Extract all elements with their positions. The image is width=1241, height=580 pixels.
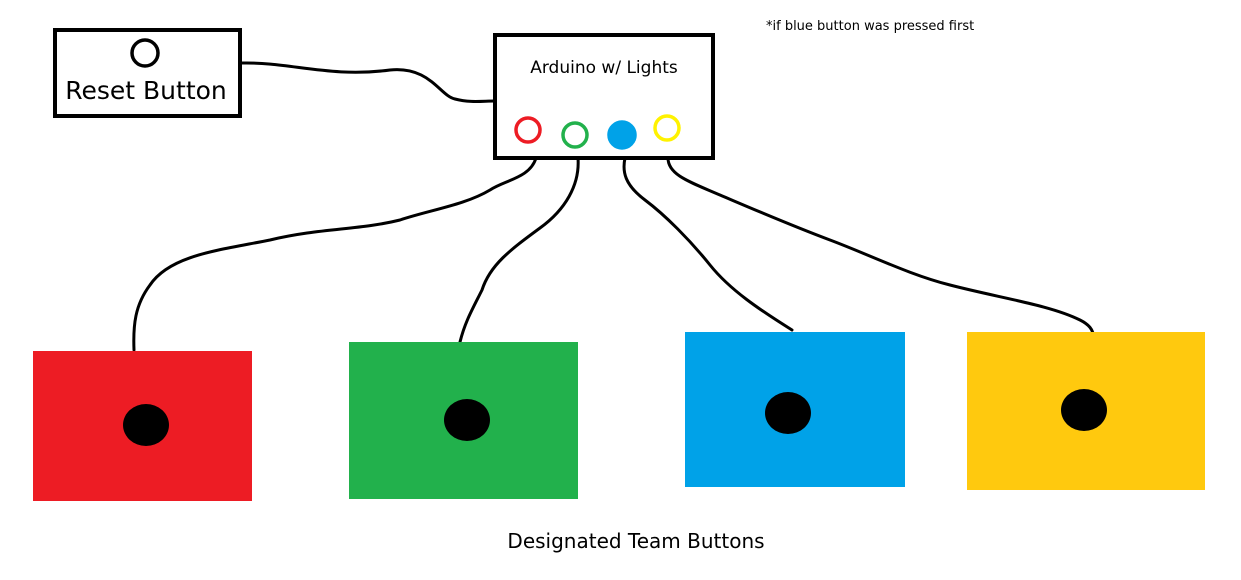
team-button-red[interactable]: [33, 351, 252, 501]
team-button-yellow[interactable]: [967, 332, 1205, 490]
team-button-blue[interactable]: [685, 332, 905, 487]
wires: [132, 61, 1095, 352]
wire-yellow-light-to-yellow-button: [666, 156, 1095, 335]
blue-light-indicator: [607, 120, 637, 150]
team-button-yellow-push-icon: [1061, 389, 1107, 431]
reset-button-label: Reset Button: [65, 76, 227, 105]
wire-blue-light-to-blue-button: [622, 156, 794, 332]
yellow-light-indicator: [653, 114, 681, 142]
wire-reset-to-arduino: [240, 61, 496, 103]
team-button-green[interactable]: [349, 342, 578, 499]
green-light-indicator: [561, 121, 589, 149]
arduino-label: Arduino w/ Lights: [530, 58, 678, 78]
reset-button-box[interactable]: Reset Button: [53, 28, 242, 118]
wire-green-light-to-green-button: [458, 156, 580, 344]
reset-button-icon: [130, 38, 160, 68]
team-buttons-caption: Designated Team Buttons: [507, 529, 764, 553]
team-button-green-push-icon: [444, 399, 490, 441]
team-buttons: [33, 332, 1205, 501]
team-button-red-push-icon: [123, 404, 169, 446]
arduino-box: Arduino w/ Lights: [493, 33, 715, 160]
wire-red-light-to-red-button: [132, 156, 538, 352]
team-button-blue-push-icon: [765, 392, 811, 434]
note-text: *if blue button was pressed first: [766, 19, 974, 34]
red-light-indicator: [514, 116, 542, 144]
